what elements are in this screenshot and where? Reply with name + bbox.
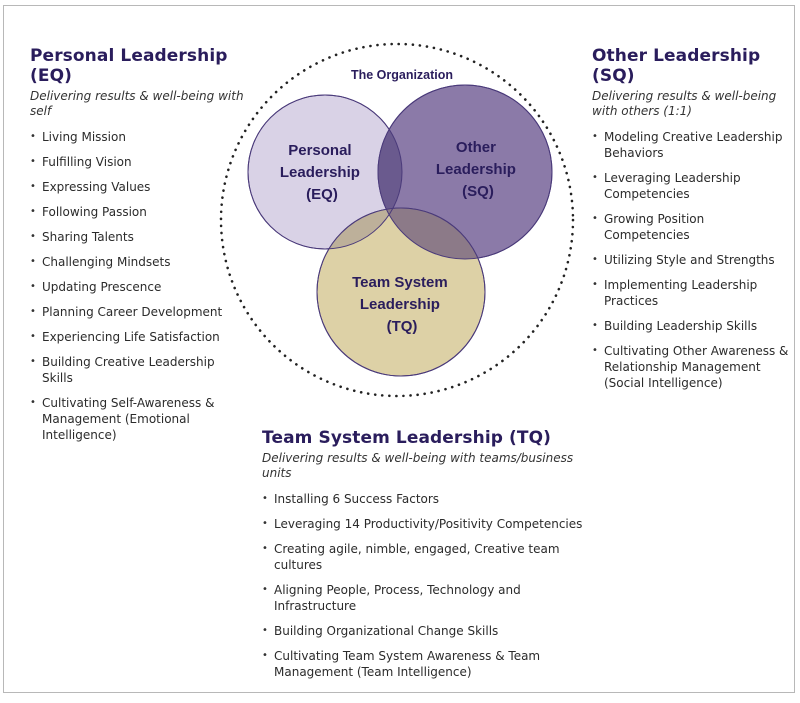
section-subtitle: Delivering results & well-being with oth… (592, 89, 777, 118)
list-item: Experiencing Life Satisfaction (30, 329, 245, 345)
section-title: Other Leadership (SQ) (592, 46, 761, 86)
list-item: Leveraging Leadership Competencies (592, 170, 792, 202)
list-item: Cultivating Self-Awareness & Management … (30, 395, 245, 443)
organization-ring (219, 42, 575, 398)
section-team-system-leadership: Team System Leadership (TQ) Delivering r… (262, 428, 592, 689)
list-item: Planning Career Development (30, 304, 245, 320)
list-item: Building Leadership Skills (592, 318, 792, 334)
organization-label: The Organization (351, 68, 453, 82)
list-item: Expressing Values (30, 179, 245, 195)
list-item: Leveraging 14 Productivity/Positivity Co… (262, 516, 592, 532)
section-subtitle: Delivering results & well-being with sel… (30, 89, 244, 118)
circle-label-other: Other Leadership (SQ) (436, 139, 520, 200)
item-list: Living MissionFulfilling VisionExpressin… (30, 129, 245, 443)
section-title: Personal Leadership (EQ) (30, 46, 228, 86)
list-item: Creating agile, nimble, engaged, Creativ… (262, 541, 592, 573)
list-item: Building Organizational Change Skills (262, 623, 592, 639)
list-item: Living Mission (30, 129, 245, 145)
list-item: Utilizing Style and Strengths (592, 252, 792, 268)
item-list: Modeling Creative Leadership BehaviorsLe… (592, 129, 792, 391)
section-other-leadership: Other Leadership (SQ) Delivering results… (592, 46, 792, 400)
item-list: Installing 6 Success FactorsLeveraging 1… (262, 491, 592, 680)
list-item: Sharing Talents (30, 229, 245, 245)
list-item: Cultivating Other Awareness & Relationsh… (592, 343, 792, 391)
circle-label-personal: Personal Leadership (EQ) (280, 142, 364, 203)
section-title: Team System Leadership (TQ) (262, 428, 552, 448)
list-item: Cultivating Team System Awareness & Team… (262, 648, 592, 680)
list-item: Installing 6 Success Factors (262, 491, 592, 507)
list-item: Fulfilling Vision (30, 154, 245, 170)
overlap-other-team (378, 208, 485, 259)
list-item: Modeling Creative Leadership Behaviors (592, 129, 792, 161)
list-item: Aligning People, Process, Technology and… (262, 582, 592, 614)
circle-label-team: Team System Leadership (TQ) (352, 274, 452, 335)
diagram-frame (3, 5, 795, 693)
section-personal-leadership: Personal Leadership (EQ) Delivering resu… (30, 46, 245, 452)
list-item: Growing Position Competencies (592, 211, 792, 243)
list-item: Following Passion (30, 204, 245, 220)
list-item: Implementing Leadership Practices (592, 277, 792, 309)
section-subtitle: Delivering results & well-being with tea… (262, 451, 574, 480)
list-item: Building Creative Leadership Skills (30, 354, 245, 386)
list-item: Updating Prescence (30, 279, 245, 295)
list-item: Challenging Mindsets (30, 254, 245, 270)
